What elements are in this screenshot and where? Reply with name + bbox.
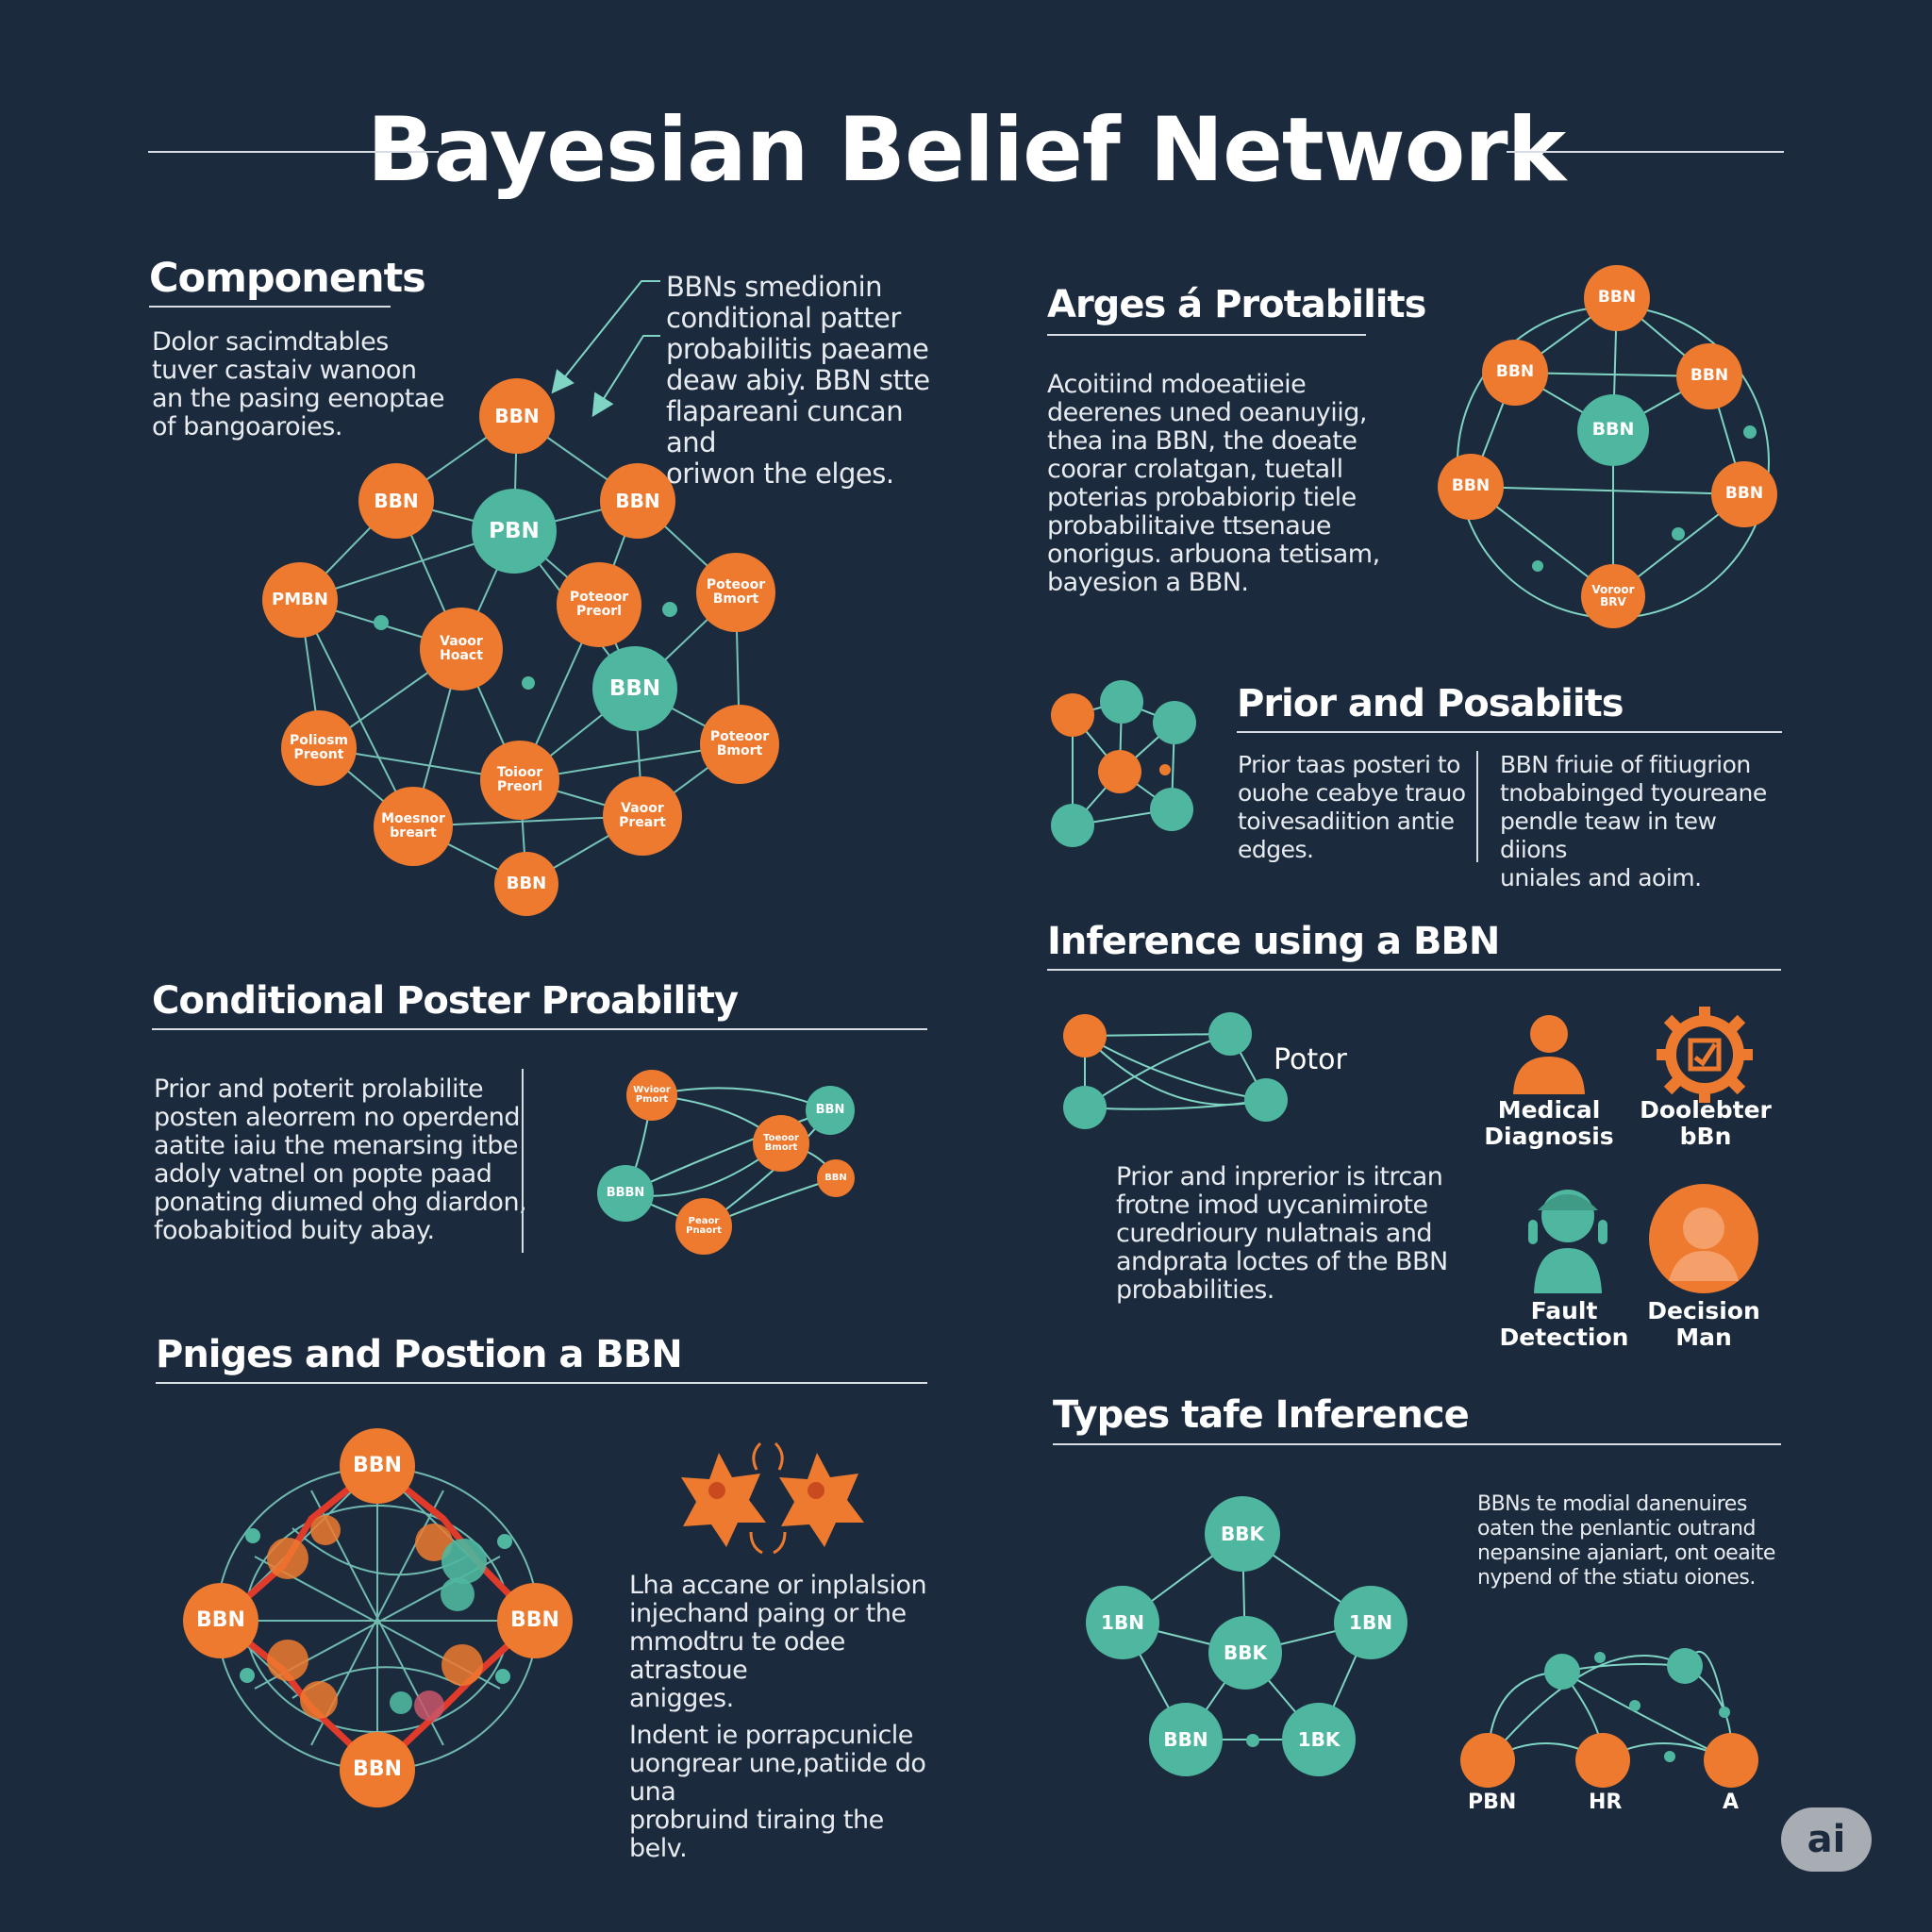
types-label-pbn: PBN (1468, 1790, 1517, 1814)
inference-text: Prior and inprerior is itrcan frotne imo… (1116, 1162, 1448, 1305)
app-label-fault: Fault Detection (1499, 1297, 1629, 1351)
network-node: BBN (340, 1428, 415, 1504)
network-node: BBN (1438, 454, 1504, 520)
prior-heading: Prior and Posabiits (1237, 682, 1624, 725)
inference-rule (1047, 969, 1781, 971)
user-avatar-icon (1649, 1184, 1758, 1293)
conditional-text: Prior and poterit prolabilite posten ale… (154, 1074, 527, 1245)
network-node: BBN (1584, 265, 1650, 331)
ai-badge: ai (1781, 1807, 1872, 1872)
gear-icon (1657, 1007, 1753, 1103)
components-heading: Components (149, 255, 426, 302)
network-node: Moesnor breart (374, 787, 453, 866)
network-node: BBN (479, 378, 555, 454)
network-node: BBN (183, 1583, 258, 1658)
potor-label: Potor (1274, 1043, 1347, 1076)
network-node: Poteoor Bmort (700, 705, 779, 784)
network-node: BBN (1711, 461, 1777, 527)
network-node: Poteoor Bmort (696, 553, 775, 632)
network-node: Poliosm Preont (281, 710, 357, 786)
network-node (1051, 693, 1094, 737)
network-node: BBN (592, 646, 677, 731)
network-node: 1BK (1282, 1703, 1356, 1776)
pniges-text-2: Indent ie porrapcunicle uongrear une,pat… (629, 1721, 926, 1863)
network-node: BBN (1149, 1703, 1223, 1776)
network-node (1667, 1648, 1703, 1684)
components-rule (149, 306, 391, 308)
arges-heading: Arges á Protabilits (1047, 283, 1426, 326)
types-label-hr: HR (1589, 1790, 1623, 1814)
network-node: BBN (340, 1732, 415, 1807)
app-label-decision: Decision Man (1647, 1297, 1760, 1351)
app-label-doolebter: Doolebter bBn (1640, 1096, 1772, 1150)
network-node: Vaoor Preart (603, 776, 682, 856)
network-node: BBN (1676, 343, 1742, 409)
arges-rule (1047, 334, 1366, 336)
network-node: Voroor BRV (1581, 564, 1645, 628)
components-text: Dolor sacimdtables tuver castaiv wanoon … (152, 327, 444, 441)
pniges-heading: Pniges and Postion a BBN (156, 1333, 683, 1376)
prior-rule (1237, 731, 1782, 733)
pniges-text-1: Lha accane or inplalsion injechand paing… (629, 1571, 927, 1713)
network-node: 1BN (1334, 1586, 1407, 1659)
conditional-divider (522, 1069, 524, 1253)
callout-arrows (551, 280, 660, 418)
person-icon (1513, 1015, 1585, 1094)
network-node: 1BN (1086, 1586, 1159, 1659)
network-node: BBN (1482, 340, 1548, 406)
title-left-rule (148, 151, 439, 153)
conditional-rule (152, 1028, 927, 1030)
page-title: Bayesian Belief Network (366, 99, 1566, 202)
types-heading: Types tafe Inference (1053, 1393, 1470, 1437)
network-node (1575, 1733, 1630, 1788)
types-rule (1053, 1443, 1781, 1445)
network-node: Toioor Preorl (480, 741, 559, 820)
network-node (1150, 788, 1193, 831)
pniges-rule (156, 1382, 927, 1384)
network-node: Poteoor Preorl (557, 562, 641, 647)
network-node (1244, 1078, 1288, 1122)
network-node: BBK (1205, 1496, 1280, 1572)
network-node (1208, 1012, 1252, 1056)
network-node: PMBN (262, 562, 338, 638)
app-label-medical: Medical Diagnosis (1484, 1096, 1614, 1150)
network-node (1063, 1086, 1107, 1129)
network-node: Toeoor Bmort (753, 1115, 809, 1172)
network-node (1051, 804, 1094, 847)
network-node: BBN (494, 852, 558, 916)
types-text: BBNs te modial danenuires oaten the penl… (1477, 1492, 1775, 1590)
network-node: PBN (472, 489, 557, 574)
conditional-heading: Conditional Poster Proability (152, 979, 739, 1023)
pniges-network (216, 1462, 539, 1774)
network-node (1098, 750, 1141, 793)
network-node: BBN (600, 463, 675, 539)
star-mascots-icon (681, 1441, 864, 1555)
network-node: BBN (817, 1159, 855, 1197)
network-node: BBN (497, 1583, 573, 1658)
arges-text: Acoitiind mdoeatiieie deerenes uned oean… (1047, 370, 1380, 597)
network-node: BBK (1208, 1616, 1282, 1690)
prior-text-right: BBN friuie of fitiugrion tnobabinged tyo… (1500, 751, 1767, 891)
network-node (1460, 1733, 1515, 1788)
technician-icon (1528, 1190, 1607, 1293)
network-node: Vaoor Hoact (420, 608, 503, 691)
title-right-rule (1507, 151, 1784, 153)
prior-text-left: Prior taas posteri to ouohe ceabye trauo… (1238, 751, 1466, 863)
network-node (1063, 1014, 1107, 1058)
prior-divider (1476, 751, 1478, 862)
network-node: Peaor Pnaort (675, 1198, 732, 1255)
network-node: BBN (806, 1086, 855, 1135)
network-node: BBBN (597, 1165, 654, 1222)
network-node: Wvioor Pmort (626, 1070, 677, 1121)
network-node: BBN (358, 463, 434, 539)
network-node (1544, 1654, 1580, 1690)
inference-heading: Inference using a BBN (1047, 920, 1500, 963)
network-node (1704, 1733, 1758, 1788)
network-node: BBN (1577, 394, 1649, 466)
network-node (1153, 701, 1196, 744)
components-callout: BBNs smedionin conditional patter probab… (666, 271, 930, 490)
types-label-a: A (1723, 1790, 1740, 1814)
network-node (1100, 680, 1143, 724)
